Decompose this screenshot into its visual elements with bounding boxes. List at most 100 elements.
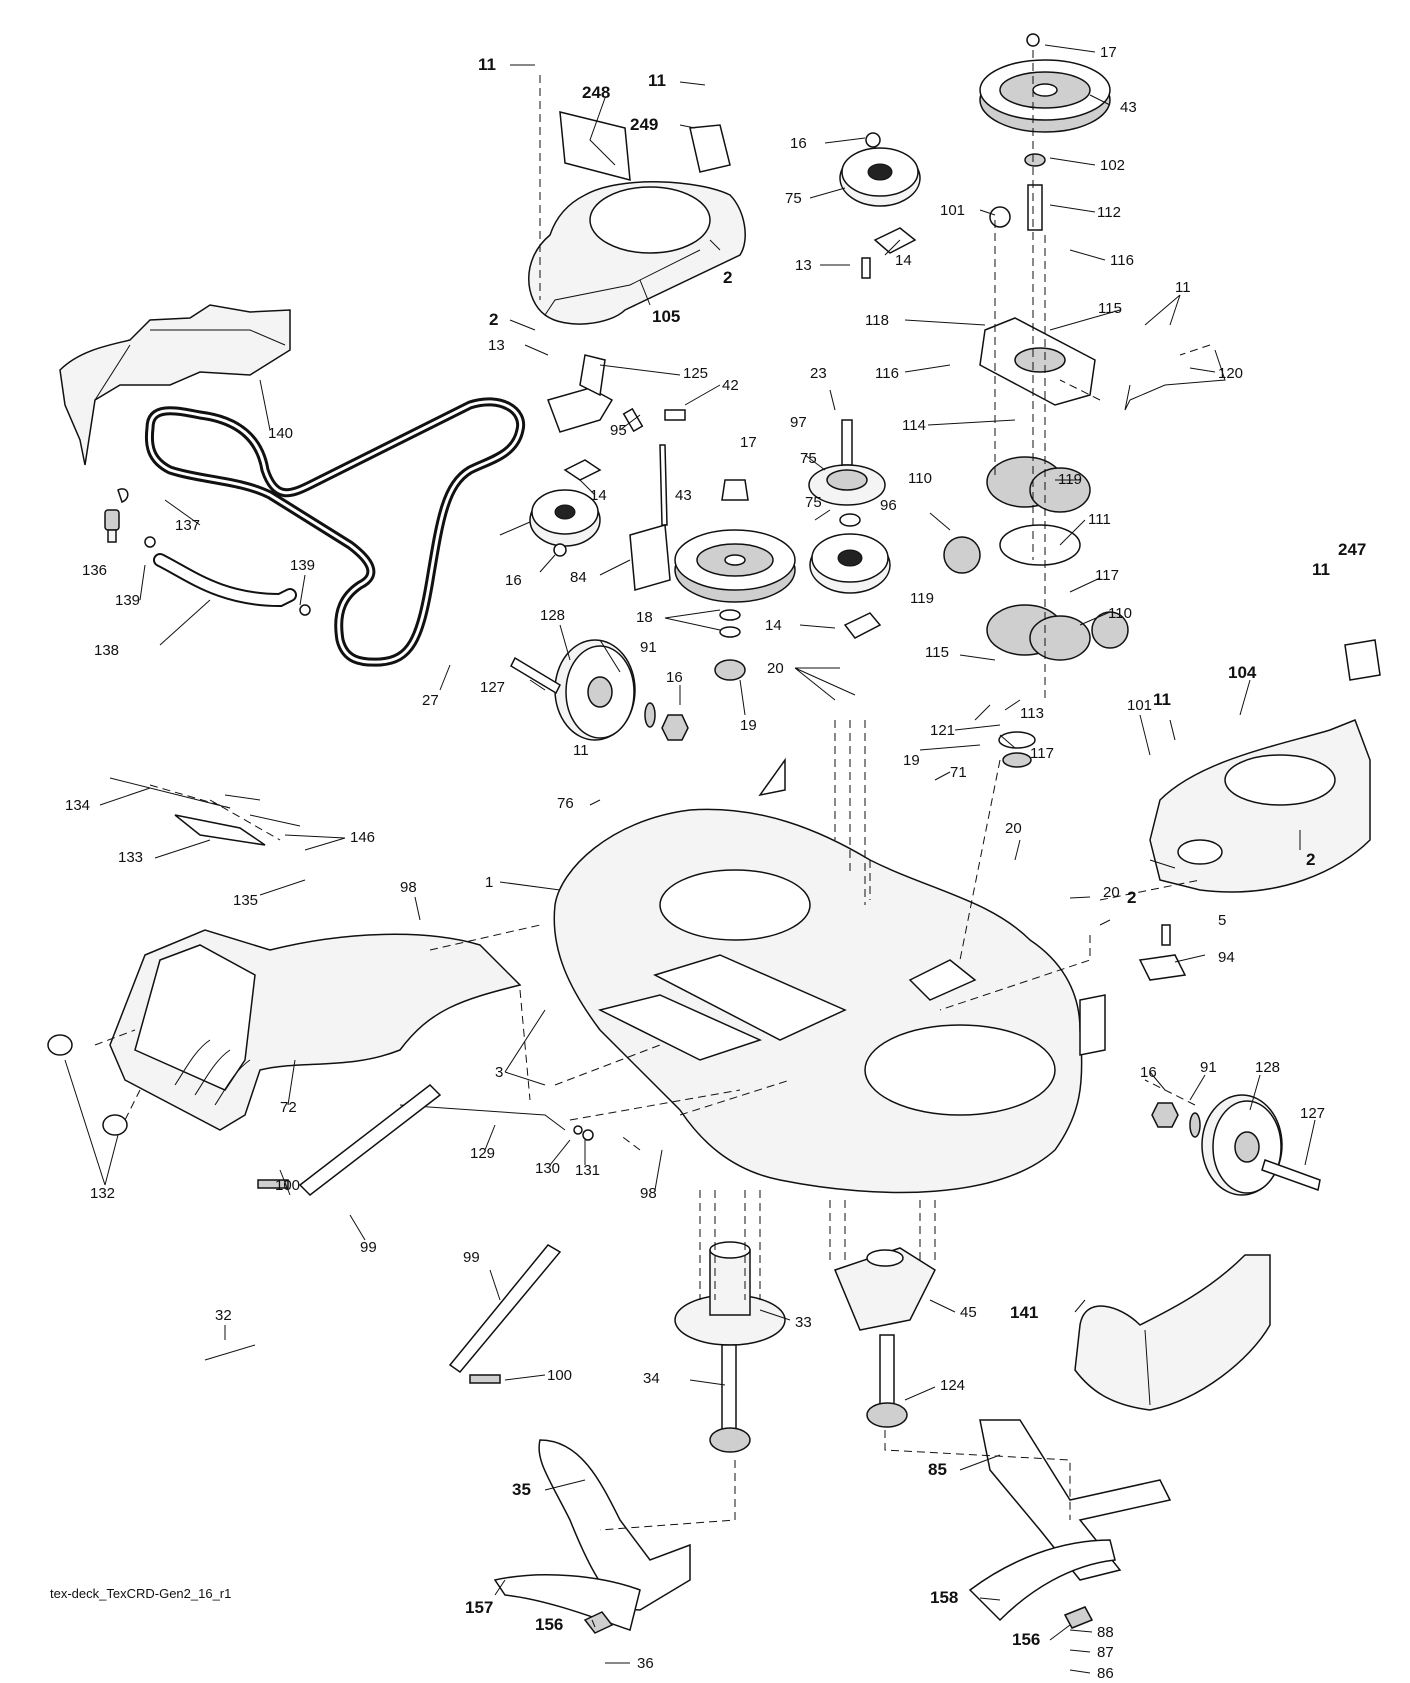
part-label: 110	[1108, 605, 1132, 622]
part-label: 158	[930, 1588, 958, 1607]
part-label: 5	[1218, 912, 1226, 929]
part-label: 248	[582, 83, 610, 102]
part-label: 11	[478, 55, 496, 74]
part-label: 129	[470, 1145, 495, 1162]
part-label: 43	[675, 487, 692, 504]
mower-deck-1	[553, 757, 1106, 1194]
part-label: 249	[630, 115, 658, 134]
part-label: 139	[115, 592, 140, 609]
part-label: 45	[960, 1304, 977, 1321]
part-label: 2	[1306, 850, 1315, 869]
part-label: 34	[643, 1370, 660, 1387]
part-label: 99	[463, 1249, 480, 1266]
link-rod-129	[399, 1104, 594, 1141]
part-label: 13	[488, 337, 505, 354]
part-label: 137	[175, 517, 200, 534]
gauge-wheel-128-right	[1151, 1094, 1321, 1196]
part-label: 105	[652, 307, 680, 326]
part-label: 87	[1097, 1644, 1114, 1661]
part-label: 17	[740, 434, 757, 451]
part-label: 94	[1218, 949, 1235, 966]
part-label: 117	[1095, 567, 1119, 584]
part-label: 100	[547, 1367, 572, 1384]
part-label: 125	[683, 365, 708, 382]
part-labels: 11 248 11 249 2 105 16 75 14 13 17 43 10…	[65, 44, 1366, 1682]
part-label: 157	[465, 1598, 493, 1617]
drive-pulley-43-mid	[674, 479, 796, 681]
part-label: 156	[535, 1615, 563, 1634]
part-label: 97	[790, 414, 807, 431]
part-label: 121	[930, 722, 955, 739]
part-label: 120	[1218, 365, 1243, 382]
part-label: 16	[505, 572, 522, 589]
part-label: 133	[118, 849, 143, 866]
part-label: 118	[865, 312, 889, 329]
part-label: 71	[950, 764, 967, 781]
part-label: 32	[215, 1307, 232, 1324]
part-label: 2	[489, 310, 498, 329]
part-label: 86	[1097, 1665, 1114, 1682]
deck-shield-141	[1074, 1254, 1271, 1411]
part-label: 16	[666, 669, 683, 686]
part-label: 17	[1100, 44, 1117, 61]
idler-arm-125	[529, 354, 686, 557]
part-label: 127	[480, 679, 505, 696]
part-label: 119	[910, 590, 934, 607]
blade-assembly-right	[968, 1419, 1172, 1629]
part-label: 16	[790, 135, 807, 152]
part-label: 116	[875, 365, 899, 382]
part-label: 13	[795, 257, 812, 274]
part-label: 42	[722, 377, 739, 394]
part-label: 11	[1175, 279, 1191, 296]
part-label: 136	[82, 562, 107, 579]
part-label: 91	[1200, 1059, 1217, 1076]
part-label: 115	[1098, 300, 1122, 317]
part-label: 14	[895, 252, 912, 269]
leader-lines	[64, 44, 1316, 1674]
washout-hose-138	[104, 488, 311, 616]
part-label: 104	[1228, 663, 1257, 682]
pulley-cover-104	[1149, 639, 1381, 893]
discharge-chute-72	[109, 929, 522, 1131]
part-label: 247	[1338, 540, 1366, 559]
part-label: 128	[1255, 1059, 1280, 1076]
part-label: 20	[1103, 884, 1120, 901]
part-label: 124	[940, 1377, 965, 1394]
part-label: 98	[400, 879, 417, 896]
part-label: 72	[280, 1099, 297, 1116]
part-label: 112	[1097, 204, 1121, 221]
part-label: 113	[1020, 705, 1044, 722]
part-label: 2	[1127, 888, 1136, 907]
part-label: 139	[290, 557, 315, 574]
part-label: 101	[940, 202, 965, 219]
part-label: 110	[908, 470, 932, 487]
part-label: 19	[740, 717, 757, 734]
part-label: 35	[512, 1480, 531, 1499]
part-label: 36	[637, 1655, 654, 1672]
drawing-caption: tex-deck_TexCRD-Gen2_16_r1	[50, 1586, 231, 1601]
pulley-cover-105	[528, 181, 746, 325]
part-label: 11	[1153, 690, 1171, 709]
part-label: 16	[1140, 1064, 1157, 1081]
part-label: 27	[422, 692, 439, 709]
part-label: 114	[902, 417, 926, 434]
part-label: 14	[765, 617, 782, 634]
rod-84	[629, 444, 671, 591]
part-label: 115	[925, 644, 949, 661]
gear-housing-118	[943, 317, 1129, 768]
part-label: 111	[1088, 511, 1111, 528]
part-label: 18	[636, 609, 653, 626]
part-label: 88	[1097, 1624, 1114, 1641]
part-label: 130	[535, 1160, 560, 1177]
spindle-housing-45	[833, 1247, 936, 1428]
part-label: 19	[903, 752, 920, 769]
part-label: 85	[928, 1460, 947, 1479]
part-label: 23	[810, 365, 827, 382]
part-label: 11	[1312, 560, 1330, 579]
part-label: 132	[90, 1185, 115, 1202]
part-label: 75	[805, 494, 822, 511]
part-label: 146	[350, 829, 375, 846]
part-label: 75	[800, 450, 817, 467]
linkage-rod-120	[1124, 349, 1226, 411]
